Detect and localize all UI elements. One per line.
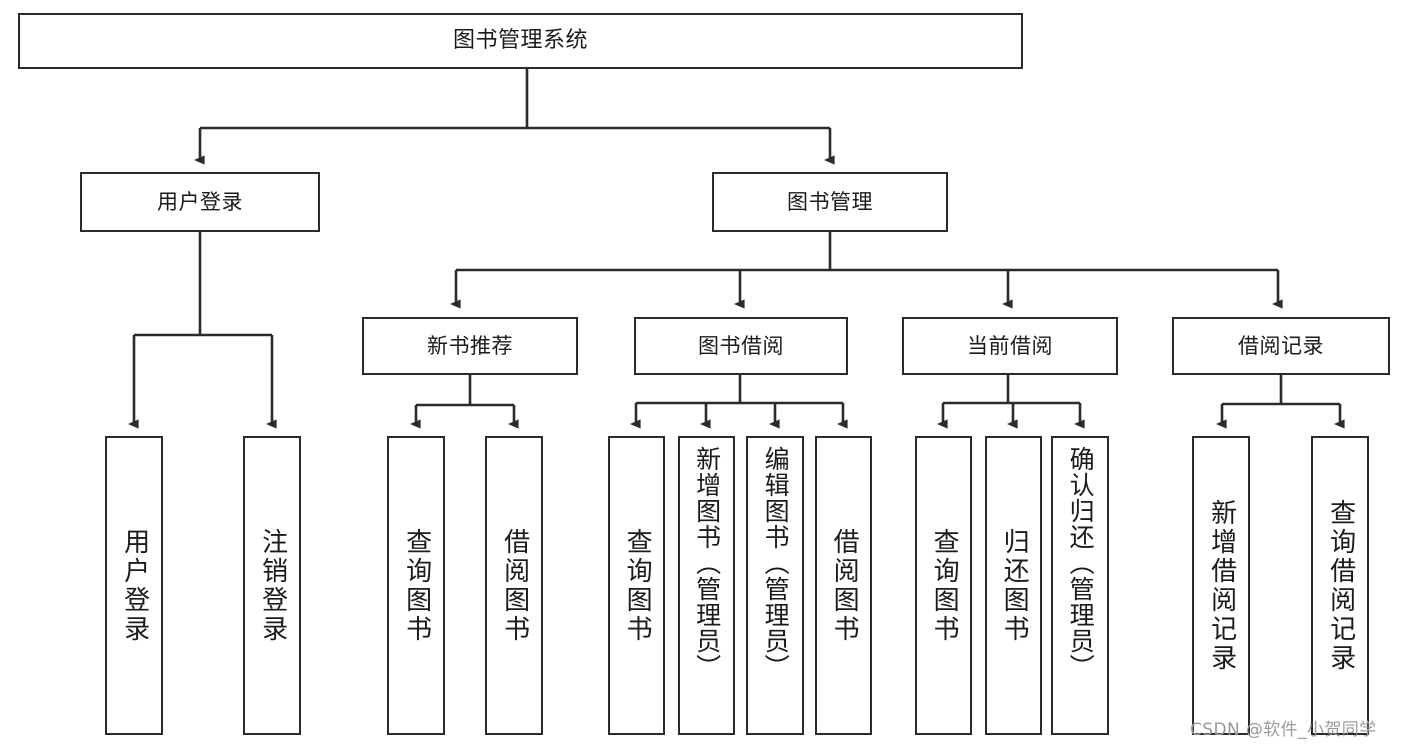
leaf-return-book[interactable]: 归还图书 (985, 436, 1042, 735)
leaf-borrow-book-1[interactable]: 借阅图书 (485, 436, 543, 735)
node-label: 图书管理 (787, 189, 873, 214)
node-label: 归还图书 (999, 527, 1030, 644)
node-label: 新书推荐 (427, 333, 513, 358)
node-book-borrow[interactable]: 图书借阅 (634, 317, 848, 375)
node-label: 查询图书 (401, 527, 432, 644)
node-label: 查询借阅记录 (1325, 498, 1356, 673)
node-current-borrow[interactable]: 当前借阅 (902, 317, 1118, 375)
node-label: 注销登录 (257, 527, 288, 644)
leaf-logout-login[interactable]: 注销登录 (243, 436, 301, 735)
node-label: 编辑图书（管理员） (761, 446, 791, 680)
node-new-book-recommend[interactable]: 新书推荐 (362, 317, 578, 375)
node-label: 新增图书（管理员） (692, 446, 722, 680)
leaf-query-book-1[interactable]: 查询图书 (387, 436, 445, 735)
node-label: 用户登录 (157, 189, 243, 214)
node-label: 查询图书 (622, 527, 653, 644)
leaf-add-book[interactable]: 新增图书（管理员） (678, 436, 735, 735)
node-label: 图书借阅 (698, 333, 784, 358)
node-book-manage[interactable]: 图书管理 (712, 172, 948, 232)
leaf-user-login[interactable]: 用户登录 (105, 436, 163, 735)
node-label: 查询图书 (929, 527, 960, 644)
node-label: 借阅图书 (829, 527, 860, 644)
node-label: 新增借阅记录 (1206, 498, 1237, 673)
node-user-login[interactable]: 用户登录 (80, 172, 320, 232)
node-label: 图书管理系统 (452, 28, 588, 54)
leaf-edit-book[interactable]: 编辑图书（管理员） (746, 436, 804, 735)
node-label: 确认归还（管理员） (1066, 446, 1096, 680)
leaf-query-book-3[interactable]: 查询图书 (915, 436, 972, 735)
node-borrow-record[interactable]: 借阅记录 (1172, 317, 1390, 375)
leaf-confirm-return[interactable]: 确认归还（管理员） (1051, 436, 1109, 735)
leaf-query-record[interactable]: 查询借阅记录 (1311, 436, 1369, 735)
node-root-system[interactable]: 图书管理系统 (18, 13, 1023, 69)
leaf-query-book-2[interactable]: 查询图书 (608, 436, 665, 735)
node-label: 用户登录 (119, 527, 150, 644)
csdn-watermark: CSDN @软件_小贺同学 (1190, 720, 1377, 740)
node-label: 当前借阅 (967, 333, 1053, 358)
node-label: 借阅记录 (1238, 333, 1324, 358)
leaf-borrow-book-2[interactable]: 借阅图书 (815, 436, 872, 735)
node-label: 借阅图书 (499, 527, 530, 644)
leaf-add-record[interactable]: 新增借阅记录 (1192, 436, 1250, 735)
